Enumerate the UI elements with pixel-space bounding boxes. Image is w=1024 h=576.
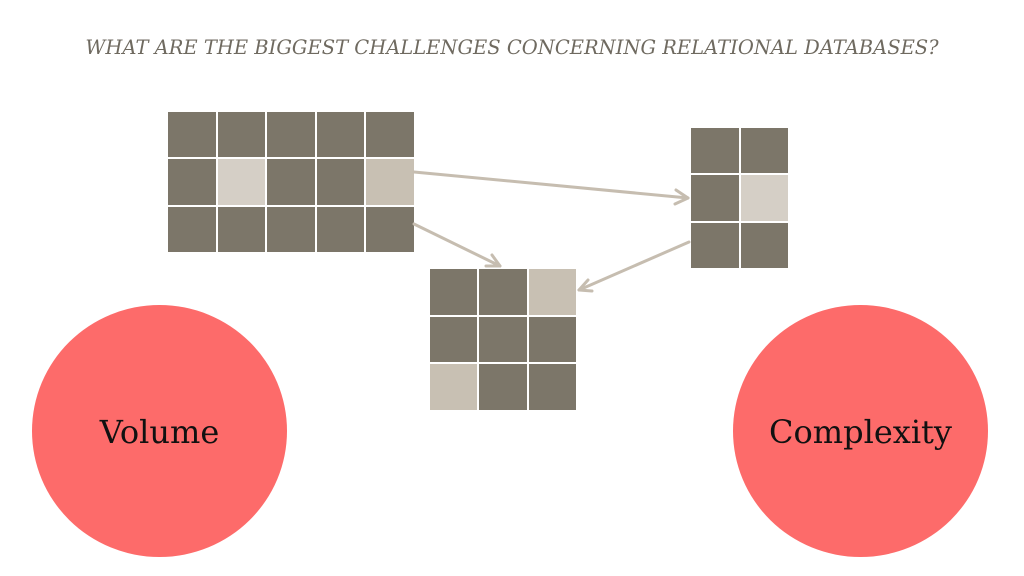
volume-circle: Volume (32, 305, 287, 557)
table-cell (316, 112, 365, 158)
table-cell (430, 316, 478, 363)
arrow-a-to-b-head (673, 188, 690, 206)
table-cell (217, 206, 266, 252)
table-cell-highlighted (740, 175, 788, 221)
table-cell (479, 316, 527, 363)
table-cell (740, 222, 788, 268)
table-cell-highlighted (528, 269, 576, 315)
table-grid-center (430, 269, 576, 411)
table-cell (691, 222, 739, 268)
arrow-a-to-c (412, 222, 502, 268)
arrow-b-to-c-head (577, 278, 594, 293)
arrow-b-to-c (577, 240, 691, 292)
table-cell (366, 112, 414, 158)
arrow-a-to-b (412, 170, 690, 200)
table-cell (430, 269, 478, 315)
slide-title: WHAT ARE THE BIGGEST CHALLENGES CONCERNI… (85, 36, 939, 59)
table-grid-right (691, 128, 788, 268)
table-cell (168, 206, 216, 252)
complexity-circle: Complexity (733, 305, 988, 557)
table-cell (691, 175, 739, 221)
table-cell (267, 206, 315, 252)
table-cell (168, 112, 216, 158)
complexity-label: Complexity (769, 413, 952, 451)
table-cell (316, 159, 365, 205)
table-grid-large (168, 112, 414, 252)
table-cell (267, 159, 315, 205)
table-cell (267, 112, 315, 158)
table-cell (316, 206, 365, 252)
volume-label: Volume (99, 413, 220, 451)
table-cell (479, 364, 527, 411)
table-cell-highlighted (217, 159, 266, 205)
table-cell (528, 364, 576, 411)
table-cell (740, 128, 788, 174)
table-cell (691, 128, 739, 174)
table-cell (217, 112, 266, 158)
table-cell (168, 159, 216, 205)
table-cell (366, 206, 414, 252)
table-cell (528, 316, 576, 363)
table-cell-highlighted (366, 159, 414, 205)
arrow-a-to-c-head (484, 253, 502, 268)
table-cell (479, 269, 527, 315)
table-cell-highlighted (430, 364, 478, 411)
